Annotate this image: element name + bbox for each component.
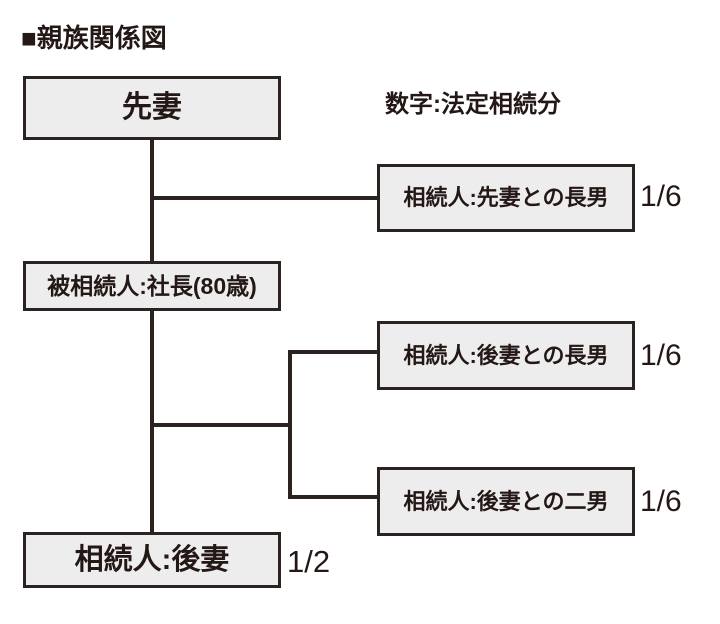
node-heir-second-wife-eldest-son[interactable]: 相続人:後妻との長男 — [377, 321, 635, 390]
page-title: ■親族関係図 — [21, 23, 167, 53]
connector-junction-riser — [288, 350, 292, 499]
node-heir-former-wife-eldest-son[interactable]: 相続人:先妻との長男 — [377, 164, 635, 232]
node-second-wife[interactable]: 相続人:後妻 — [23, 532, 281, 588]
connector-branch-heir-2 — [288, 350, 379, 354]
share-second-wife: 1/2 — [287, 544, 331, 579]
node-former-wife[interactable]: 先妻 — [23, 76, 281, 140]
node-heir-second-wife-second-son[interactable]: 相続人:後妻との二男 — [377, 467, 635, 536]
node-decedent-label: 被相続人:社長(80歳) — [47, 272, 257, 299]
node-second-wife-label: 相続人:後妻 — [74, 543, 230, 576]
share-heir-3: 1/6 — [640, 485, 682, 518]
node-former-wife-label: 先妻 — [122, 91, 182, 124]
share-heir-2: 1/6 — [640, 339, 682, 372]
share-heir-1: 1/6 — [640, 180, 682, 213]
node-heir-2-label: 相続人:後妻との長男 — [403, 342, 609, 368]
connector-former-wife-to-decedent — [150, 140, 154, 262]
node-heir-1-label: 相続人:先妻との長男 — [403, 185, 609, 210]
legend-label: 数字:法定相続分 — [385, 91, 561, 118]
connector-decedent-to-second-wife — [150, 311, 154, 533]
node-decedent[interactable]: 被相続人:社長(80歳) — [23, 261, 281, 311]
connector-branch-to-junction — [150, 423, 292, 427]
connector-branch-heir-1 — [150, 196, 379, 200]
node-heir-3-label: 相続人:後妻との二男 — [403, 488, 609, 514]
connector-branch-heir-3 — [288, 495, 379, 499]
